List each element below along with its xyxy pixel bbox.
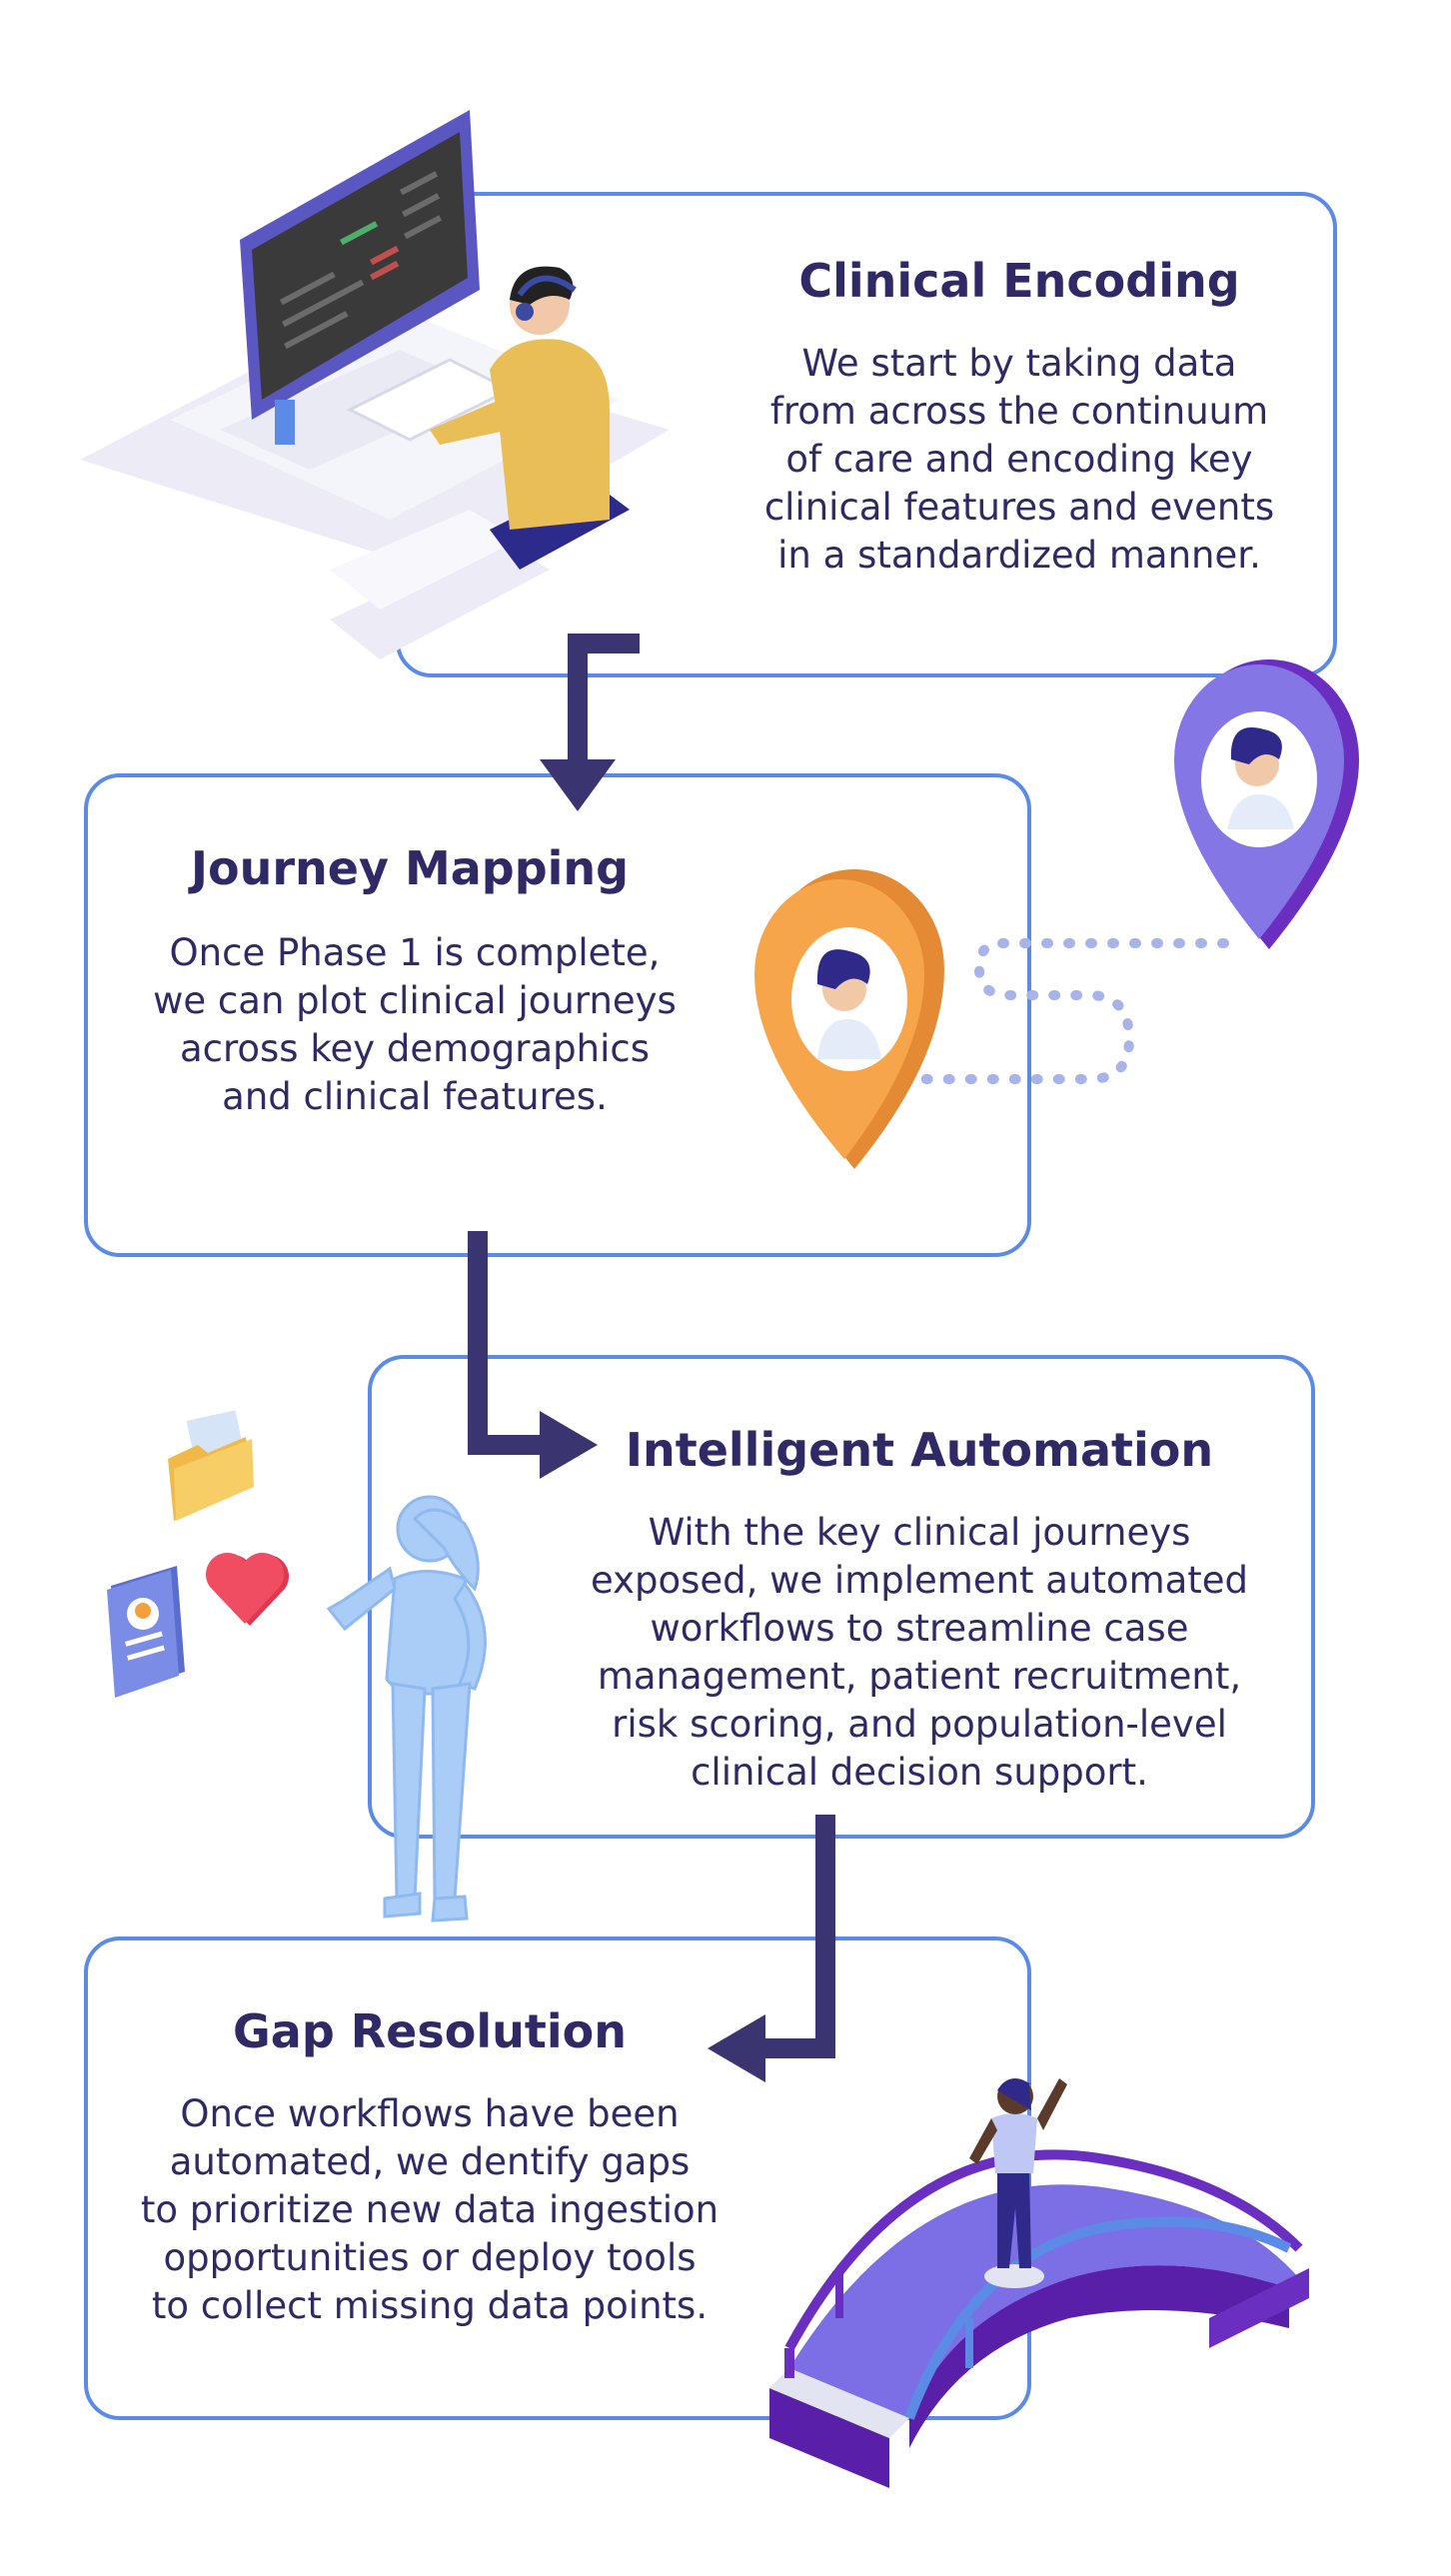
journey-mapping-title: Journey Mapping [190,841,630,895]
arrow-1-shaft [568,634,640,769]
text-line: and clinical features. [222,1075,608,1118]
text-line: risk scoring, and population-level [612,1703,1227,1746]
text-line: opportunities or deploy tools [163,2236,697,2279]
arrow-2-shaft [468,1231,540,1455]
heart-icon [205,1552,290,1626]
text-line: from across the continuum [769,390,1269,433]
arrow-3-shaft [759,1815,835,2058]
arrow-3-head [708,2014,765,2082]
gap-resolution-description: Once workflows have been automated, we d… [110,2090,749,2330]
text-line: workflows to streamline case [650,1607,1189,1650]
text-line: we can plot clinical journeys [153,979,677,1022]
text-line: With the key clinical journeys [648,1511,1191,1554]
text-line: clinical decision support. [691,1751,1148,1794]
text-line: to collect missing data points. [151,2284,709,2327]
computer-workstation-illustration [80,110,670,659]
intelligent-automation-title: Intelligent Automation [625,1423,1214,1477]
intelligent-automation-description: With the key clinical journeys exposed, … [545,1509,1294,1797]
text-line: We start by taking data [801,342,1237,385]
text-line: management, patient recruitment, [597,1655,1242,1698]
text-line: across key demographics [179,1027,651,1070]
purple-location-pin [1174,659,1359,949]
text-line: Once workflows have been [180,2092,680,2135]
standing-woman [326,1495,487,1923]
clinical-encoding-title: Clinical Encoding [798,254,1240,308]
text-line: automated, we dentify gaps [169,2140,691,2183]
text-line: in a standardized manner. [777,534,1261,577]
arrow-2-head [540,1411,598,1479]
arrow-1-head [540,759,616,811]
journey-mapping-description: Once Phase 1 is complete, we can plot cl… [110,929,720,1121]
gap-resolution-title: Gap Resolution [233,2004,627,2058]
text-line: Once Phase 1 is complete, [169,931,661,974]
bridge-with-person [769,2078,1309,2488]
text-line: exposed, we implement automated [590,1559,1249,1602]
id-card-icon [107,1566,185,1698]
dotted-route [904,938,1229,1084]
text-line: clinical features and events [763,486,1275,529]
clinical-encoding-description: We start by taking data from across the … [720,340,1319,580]
orange-location-pin [754,869,944,1169]
text-line: to prioritize new data ingestion [140,2188,720,2231]
text-line: of care and encoding key [785,438,1253,481]
folder-icon [168,1410,254,1521]
